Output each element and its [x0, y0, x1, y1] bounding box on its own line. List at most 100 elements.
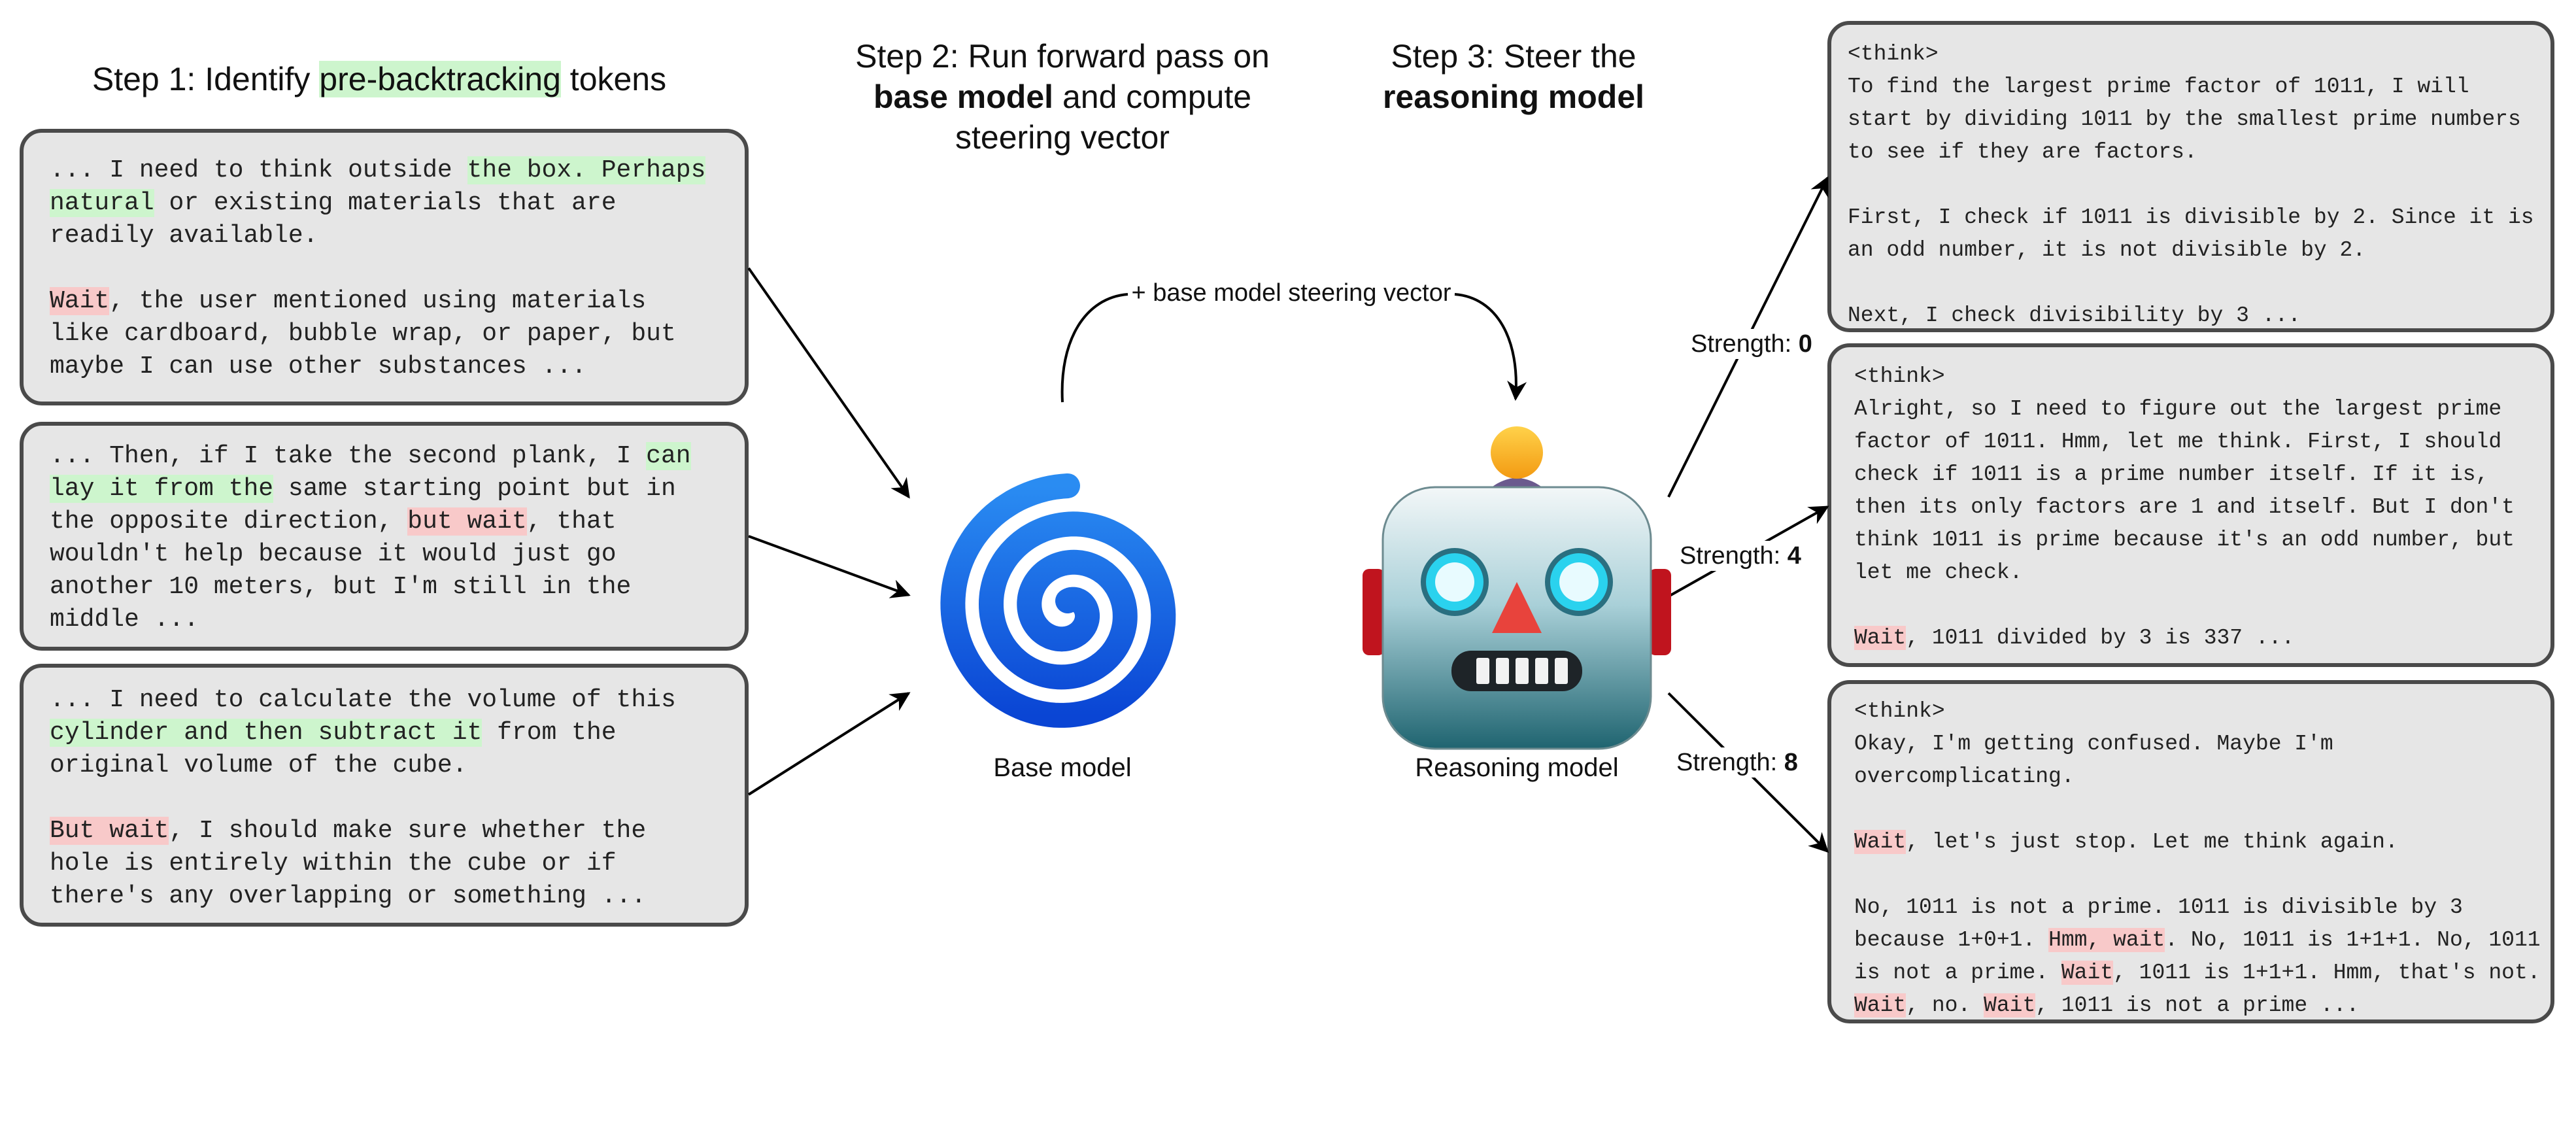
red-highlight: Wait [1854, 830, 1907, 854]
panel-text-line [1854, 859, 2551, 891]
text-segment: ... I need to think outside [50, 156, 467, 184]
red-highlight: Wait [1854, 626, 1907, 650]
panel-text-line: <think> [1848, 38, 2551, 71]
panel-text-line: because 1+0+1. Hmm, wait. No, 1011 is 1+… [1854, 924, 2551, 957]
panel-text-line: like cardboard, bubble wrap, or paper, b… [50, 318, 745, 351]
green-highlight: natural [50, 189, 154, 217]
steering-vector-label: + base model steering vector [1131, 279, 1451, 307]
panel-text-line: middle ... [50, 604, 745, 636]
panel-text-line: Wait, let's just stop. Let me think agai… [1854, 826, 2551, 859]
panel-text-line: original volume of the cube. [50, 749, 745, 782]
panel-text-line: Wait, the user mentioned using materials [50, 285, 745, 318]
left-example-panel-3: ... I need to calculate the volume of th… [20, 664, 749, 927]
text-segment: Okay, I'm getting confused. Maybe I'm [1854, 732, 2333, 756]
green-highlight: lay it from the [50, 475, 274, 503]
panel-text-line: To find the largest prime factor of 1011… [1848, 71, 2551, 103]
text-segment [50, 254, 65, 282]
panel-text-line: wouldn't help because it would just go [50, 538, 745, 571]
text-segment: overcomplicating. [1854, 764, 2075, 789]
base-model-label: Base model [993, 753, 1132, 782]
text-segment: like cardboard, bubble wrap, or paper, b… [50, 320, 676, 348]
text-segment: ... Then, if I take the second plank, I [50, 442, 647, 470]
panel-text-line: Alright, so I need to figure out the lar… [1854, 393, 2551, 426]
strength-label-8: Strength: 8 [1674, 747, 1801, 778]
spiral-icon [940, 473, 1176, 728]
green-highlight: can [646, 442, 691, 470]
step1-heading: Step 1: Identify pre-backtracking tokens [92, 61, 667, 97]
text-segment: original volume of the cube. [50, 751, 467, 779]
right-output-panel-strength-8: <think> Okay, I'm getting confused. Maybe… [1827, 680, 2554, 1023]
panel-text-line: overcomplicating. [1854, 761, 2551, 793]
text-segment: because 1+0+1. [1854, 928, 2049, 952]
text-segment: . No, 1011 is 1+1+1. No, 1011 [2165, 928, 2541, 952]
text-segment: let me check. [1854, 560, 2023, 585]
text-segment [1854, 593, 1867, 617]
text-segment: , the user mentioned using materials [109, 287, 647, 315]
text-segment: , I should make sure whether the [169, 817, 647, 845]
panel-text-line: But wait, I should make sure whether the [50, 815, 745, 848]
panel-text-line: natural or existing materials that are [50, 187, 745, 220]
text-segment [1848, 271, 1861, 295]
red-highlight: Wait [1984, 993, 2036, 1018]
step2-heading: Step 2: Run forward pass on base model a… [855, 38, 1270, 156]
steering-curve-left [1060, 293, 1128, 403]
text-segment: Alright, so I need to figure out the lar… [1854, 397, 2502, 421]
right-output-panel-strength-0: <think> To find the largest prime factor … [1827, 21, 2554, 332]
red-highlight: Wait [50, 287, 110, 315]
text-segment: <think> [1854, 364, 1945, 388]
left-example-panel-1: ... I need to think outside the box. Per… [20, 129, 749, 405]
panel-text-line: factor of 1011. Hmm, let me think. First… [1854, 426, 2551, 458]
panel-text-line: First, I check if 1011 is divisible by 2… [1848, 201, 2551, 234]
arrow-panel3-to-base [747, 692, 911, 796]
text-segment: To find the largest prime factor of 1011… [1848, 75, 2469, 99]
panel-text-line: Wait, no. Wait, 1011 is not a prime ... [1854, 989, 2551, 1019]
text-segment: think 1011 is prime because it's an odd … [1854, 528, 2515, 552]
text-segment: start by dividing 1011 by the smallest p… [1848, 107, 2521, 131]
panel-text-line: think 1011 is prime because it's an odd … [1854, 524, 2551, 556]
text-segment: No, 1011 is not a prime. 1011 is divisib… [1854, 895, 2463, 919]
text-segment: , 1011 is 1+1+1. Hmm, that's not. [2113, 961, 2541, 985]
right-output-panel-strength-4: <think> Alright, so I need to figure out … [1827, 343, 2554, 667]
text-segment: same starting point but in [273, 475, 676, 503]
left-example-panel-2: ... Then, if I take the second plank, I … [20, 422, 749, 651]
text-segment: <think> [1848, 42, 1939, 66]
text-segment: from the [482, 719, 617, 747]
strength-label-4: Strength: 4 [1677, 541, 1804, 571]
panel-text-line: ... Then, if I take the second plank, I … [50, 440, 745, 473]
red-highlight: Hmm, wait [2048, 928, 2165, 952]
green-highlight: cylinder and then subtract it [50, 719, 483, 747]
panel-text-line [50, 252, 745, 285]
text-segment: hole is entirely within the cube or if [50, 849, 617, 878]
panel-text-line: lay it from the same starting point but … [50, 473, 745, 505]
text-segment: ... I need to calculate the volume of th… [50, 686, 676, 714]
panel-text-line [1848, 267, 2551, 300]
reasoning-model-label: Reasoning model [1415, 753, 1619, 782]
panel-text-line: ... I need to calculate the volume of th… [50, 684, 745, 717]
strength-label-0: Strength: 0 [1688, 329, 1815, 359]
panel-text-line: readily available. [50, 220, 745, 252]
text-segment: , that [526, 507, 617, 536]
red-highlight: But wait [50, 817, 169, 845]
panel-text-line: is not a prime. Wait, 1011 is 1+1+1. Hmm… [1854, 957, 2551, 989]
red-highlight: Wait [2061, 961, 2114, 985]
text-segment: another 10 meters, but I'm still in the [50, 573, 632, 601]
text-segment: , 1011 is not a prime ... [2035, 993, 2360, 1018]
text-segment: , 1011 divided by 3 is 337 ... [1906, 626, 2295, 650]
panel-text-line: <think> [1854, 695, 2551, 728]
text-segment [1848, 173, 1861, 197]
panel-text-line: an odd number, it is not divisible by 2. [1848, 234, 2551, 267]
panel-text-line: No, 1011 is not a prime. 1011 is divisib… [1854, 891, 2551, 924]
text-segment: or existing materials that are [154, 189, 617, 217]
text-segment: an odd number, it is not divisible by 2. [1848, 238, 2366, 262]
text-segment [1854, 797, 1867, 821]
panel-text-line: maybe I can use other substances ... [50, 351, 745, 383]
panel-text-line: Okay, I'm getting confused. Maybe I'm [1854, 728, 2551, 761]
step1-highlight: pre-backtracking [319, 61, 561, 97]
panel-text-line: then its only factors are 1 and itself. … [1854, 491, 2551, 524]
red-highlight: Wait [1854, 993, 1907, 1018]
text-segment: , no. [1906, 993, 1984, 1018]
arrow-panel1-to-base [747, 267, 910, 499]
panel-text-line: another 10 meters, but I'm still in the [50, 571, 745, 604]
text-segment: to see if they are factors. [1848, 140, 2197, 164]
text-segment: maybe I can use other substances ... [50, 352, 586, 381]
